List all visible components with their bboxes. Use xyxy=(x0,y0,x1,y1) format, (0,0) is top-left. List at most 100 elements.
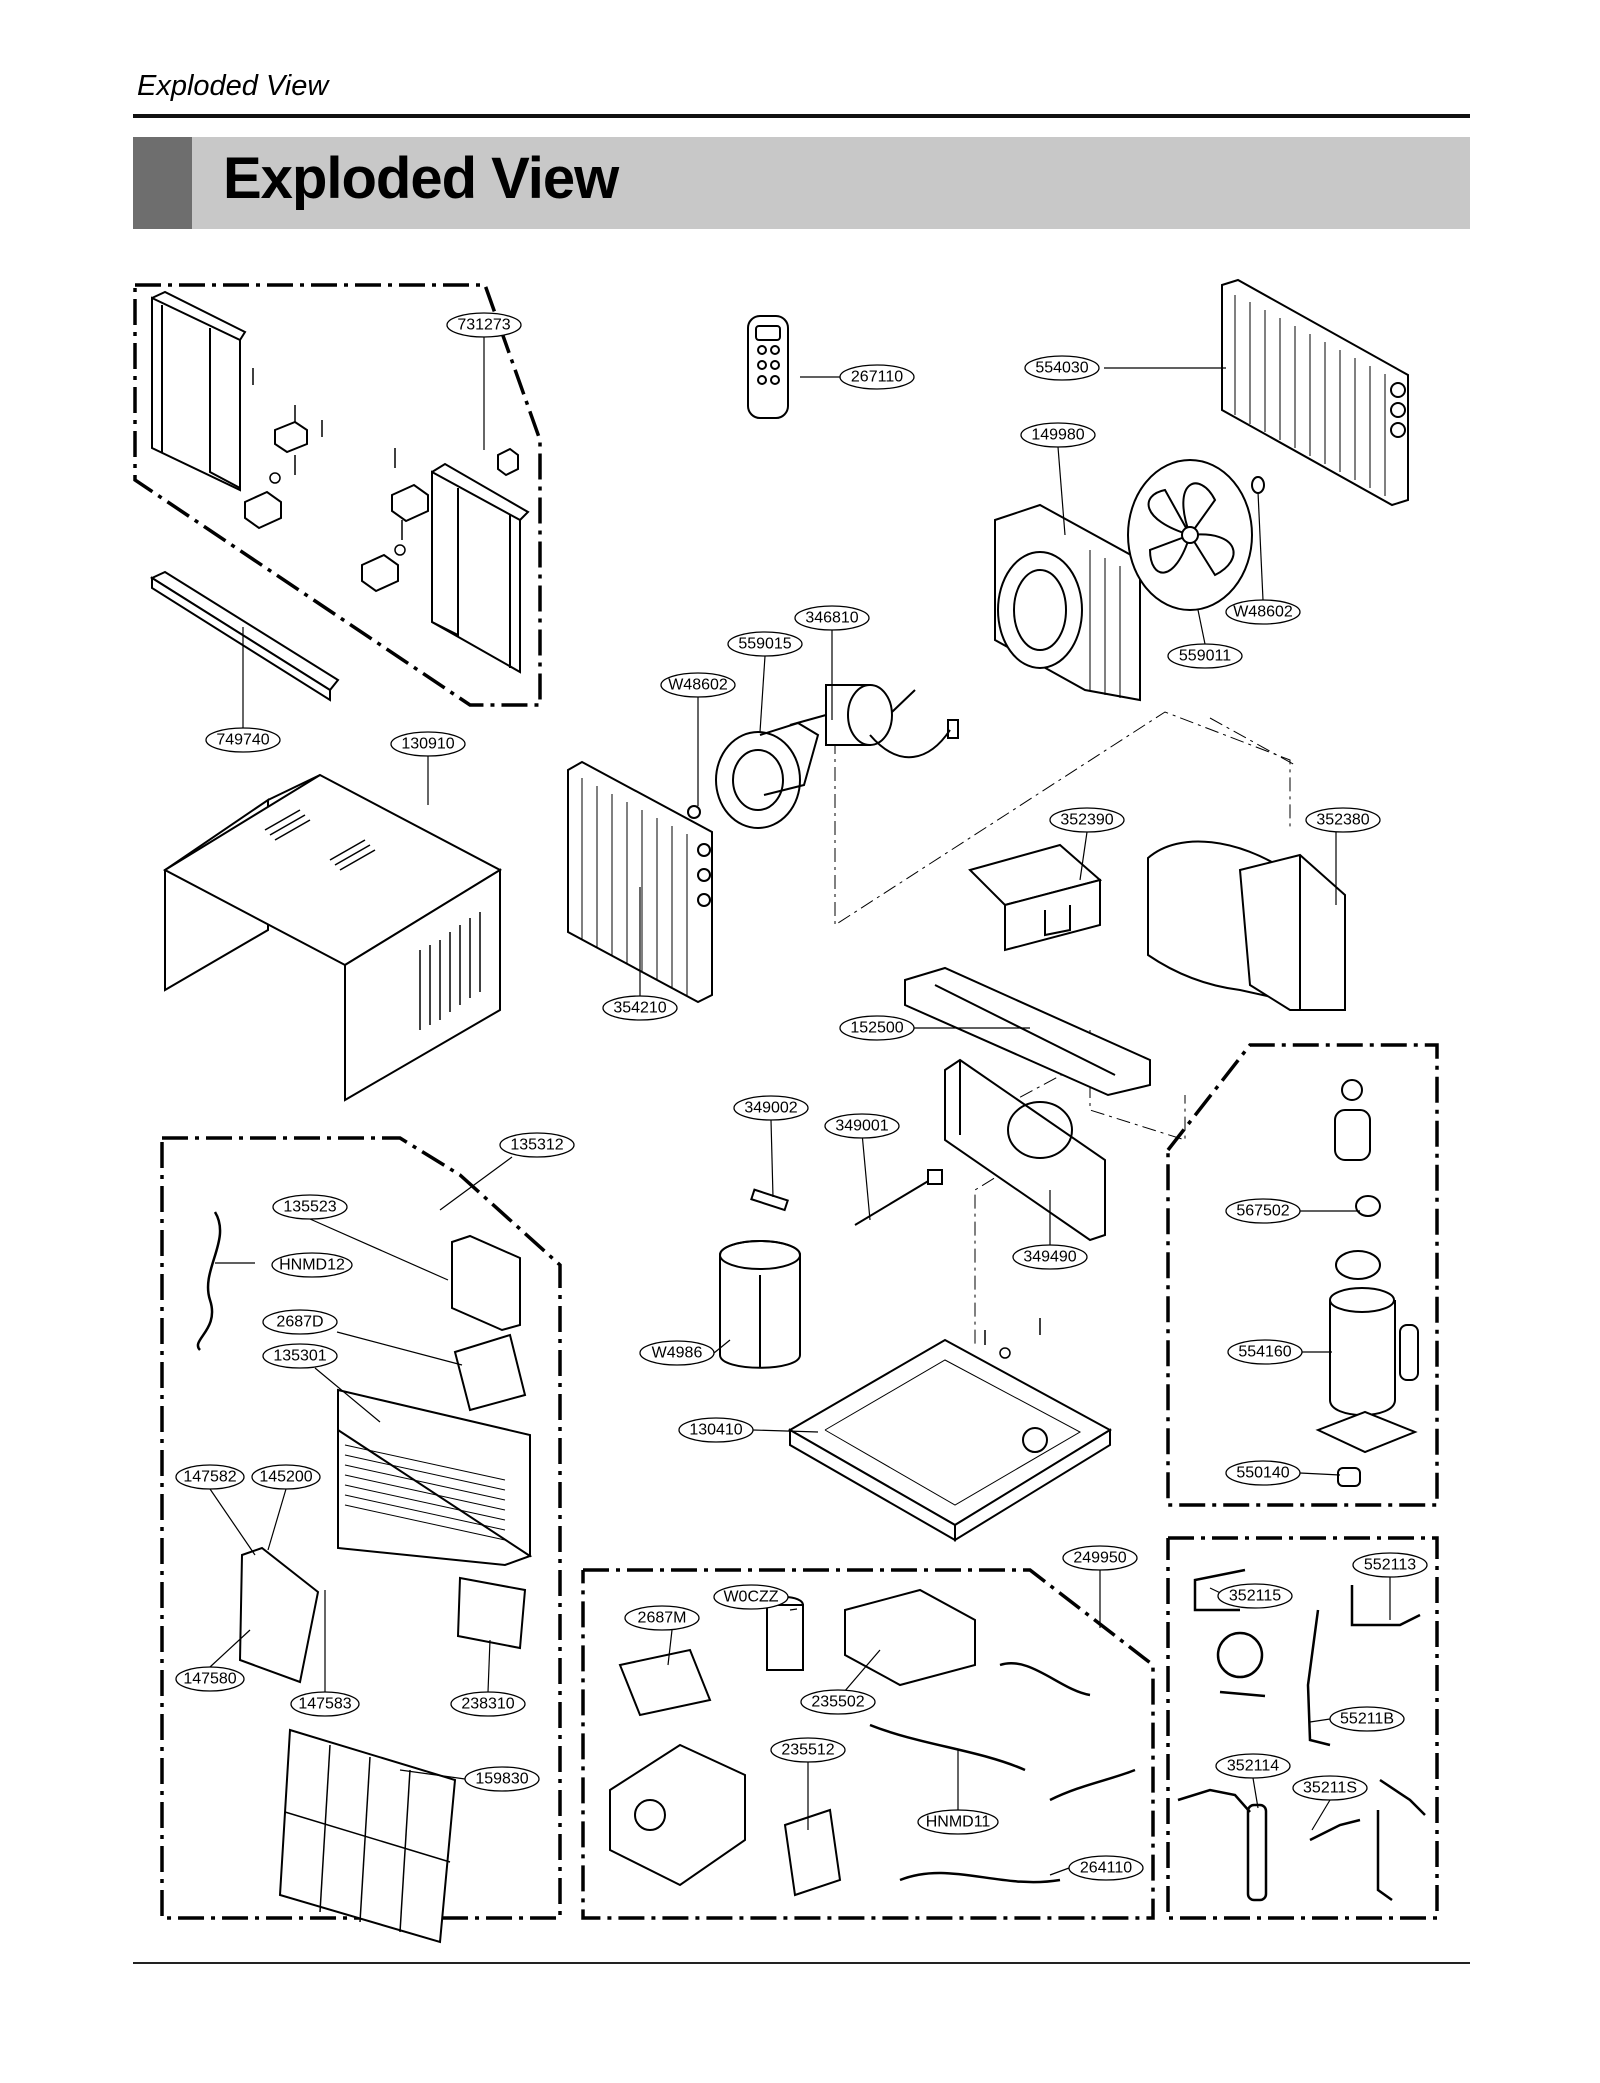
part-number-label: W48602 xyxy=(668,677,728,694)
part-callout-349002: 349002 xyxy=(733,1095,809,1121)
part-number-label: 349490 xyxy=(1023,1249,1076,1266)
part-callout-352380: 352380 xyxy=(1305,807,1381,833)
front-panel-assembly xyxy=(196,1211,533,1944)
part-callout-731273: 731273 xyxy=(446,312,522,338)
part-callout-354210: 354210 xyxy=(602,995,678,1021)
frame-tubing xyxy=(1166,1536,1439,1920)
part-callout-264110: 264110 xyxy=(1068,1855,1144,1881)
part-callout-149980: 149980 xyxy=(1020,422,1096,448)
part-callout-35211S: 35211S xyxy=(1292,1775,1368,1801)
part-callout-2687D: 2687D xyxy=(262,1309,338,1335)
part-callout-267110: 267110 xyxy=(839,364,915,390)
part-callout-349001: 349001 xyxy=(824,1113,900,1139)
part-number-label: 352380 xyxy=(1316,812,1369,829)
part-number-label: 147580 xyxy=(183,1671,236,1688)
part-callout-346810: 346810 xyxy=(794,605,870,631)
part-callout-352115: 352115 xyxy=(1217,1583,1293,1609)
refrigerant-tubing xyxy=(1177,1568,1426,1902)
part-number-label: 147582 xyxy=(183,1469,236,1486)
part-number-label: 264110 xyxy=(1080,1860,1132,1877)
part-callout-147582: 147582 xyxy=(175,1464,245,1490)
part-number-label: 554030 xyxy=(1035,360,1088,377)
part-number-label: 147583 xyxy=(298,1696,351,1713)
part-callout-559011: 559011 xyxy=(1167,643,1243,669)
leader-lines xyxy=(209,332,1391,1876)
part-number-label: 145200 xyxy=(259,1469,312,1486)
air-guide xyxy=(904,966,1151,1097)
remote-control xyxy=(747,315,789,419)
part-number-label: 346810 xyxy=(805,610,858,627)
base-pan xyxy=(788,1318,1112,1542)
part-callout-55211B: 55211B xyxy=(1329,1706,1405,1732)
part-callout-567502: 567502 xyxy=(1225,1198,1301,1224)
part-number-label: 731273 xyxy=(457,317,510,334)
part-callout-235512: 235512 xyxy=(770,1737,846,1763)
part-number-label: 554160 xyxy=(1238,1344,1291,1361)
page-title: Exploded View xyxy=(223,146,619,211)
control-bracket xyxy=(968,843,1103,952)
part-number-label: W0CZZ xyxy=(723,1589,778,1606)
part-callout-554160: 554160 xyxy=(1227,1339,1303,1365)
part-number-label: 559011 xyxy=(1179,648,1231,665)
part-number-label: 152500 xyxy=(850,1020,903,1037)
scroll-housing xyxy=(944,1058,1106,1242)
electrical-parts xyxy=(609,1588,1136,1897)
part-number-label: 235502 xyxy=(811,1694,864,1711)
part-callout-349490: 349490 xyxy=(1012,1244,1088,1270)
part-callout-147580: 147580 xyxy=(175,1666,245,1692)
top-rule xyxy=(133,114,1470,118)
part-callout-HNMD12: HNMD12 xyxy=(271,1252,353,1278)
frame-compressor xyxy=(1166,1043,1439,1507)
part-number-label: 559015 xyxy=(738,636,791,653)
part-number-label: 550140 xyxy=(1236,1465,1289,1482)
part-number-label: 159830 xyxy=(475,1771,528,1788)
part-callout-550140: 550140 xyxy=(1225,1460,1301,1486)
part-callout-W48602-b: W48602 xyxy=(660,672,736,698)
evaporator-coil xyxy=(567,760,713,1004)
part-number-label: 249950 xyxy=(1073,1550,1126,1567)
part-callout-147583: 147583 xyxy=(290,1691,360,1717)
condenser-shroud xyxy=(994,503,1141,702)
window-sleeve-kit xyxy=(151,290,530,674)
part-callout-130410: 130410 xyxy=(678,1417,754,1443)
part-callout-HNMD11: HNMD11 xyxy=(917,1809,999,1835)
part-callout-135523: 135523 xyxy=(272,1194,348,1220)
part-number-label: 238310 xyxy=(461,1696,514,1713)
frame-electrical xyxy=(581,1568,1155,1920)
part-number-label: 567502 xyxy=(1236,1203,1289,1220)
part-number-label: 352390 xyxy=(1060,812,1113,829)
frame-front-panel xyxy=(160,1136,562,1920)
part-number-label: HNMD12 xyxy=(279,1257,345,1274)
part-number-label: 135312 xyxy=(510,1137,563,1154)
part-callout-238310: 238310 xyxy=(450,1691,526,1717)
part-number-label: 2687D xyxy=(276,1314,323,1331)
part-callout-135301: 135301 xyxy=(262,1343,338,1369)
cabinet xyxy=(162,773,503,1102)
part-number-label: 749740 xyxy=(216,732,269,749)
part-callout-249950: 249950 xyxy=(1062,1545,1138,1571)
part-callout-554030: 554030 xyxy=(1024,355,1100,381)
part-callout-749740: 749740 xyxy=(205,727,281,753)
part-callout-552113: 552113 xyxy=(1352,1552,1428,1578)
part-number-label: 135523 xyxy=(283,1199,336,1216)
fan-motor xyxy=(789,684,959,759)
part-number-label: 130410 xyxy=(689,1422,742,1439)
running-head: Exploded View xyxy=(137,70,329,102)
part-callout-W4986: W4986 xyxy=(639,1340,715,1366)
part-number-label: W4986 xyxy=(652,1345,703,1362)
part-callout-145200: 145200 xyxy=(251,1464,321,1490)
frame-sleeve-kit xyxy=(133,283,542,707)
banner-tab xyxy=(133,137,192,229)
part-number-label: 235512 xyxy=(781,1742,834,1759)
condenser-fan xyxy=(1127,459,1265,611)
part-callout-152500: 152500 xyxy=(839,1015,915,1041)
part-number-label: 349001 xyxy=(835,1118,888,1135)
part-number-label: 352114 xyxy=(1227,1758,1279,1775)
part-callout-352390: 352390 xyxy=(1049,807,1125,833)
part-callout-352114: 352114 xyxy=(1215,1753,1291,1779)
sensor-parts xyxy=(750,1169,943,1226)
part-callout-235502: 235502 xyxy=(800,1689,876,1715)
bottom-rule xyxy=(133,1962,1470,1964)
part-number-label: 352115 xyxy=(1229,1588,1281,1605)
